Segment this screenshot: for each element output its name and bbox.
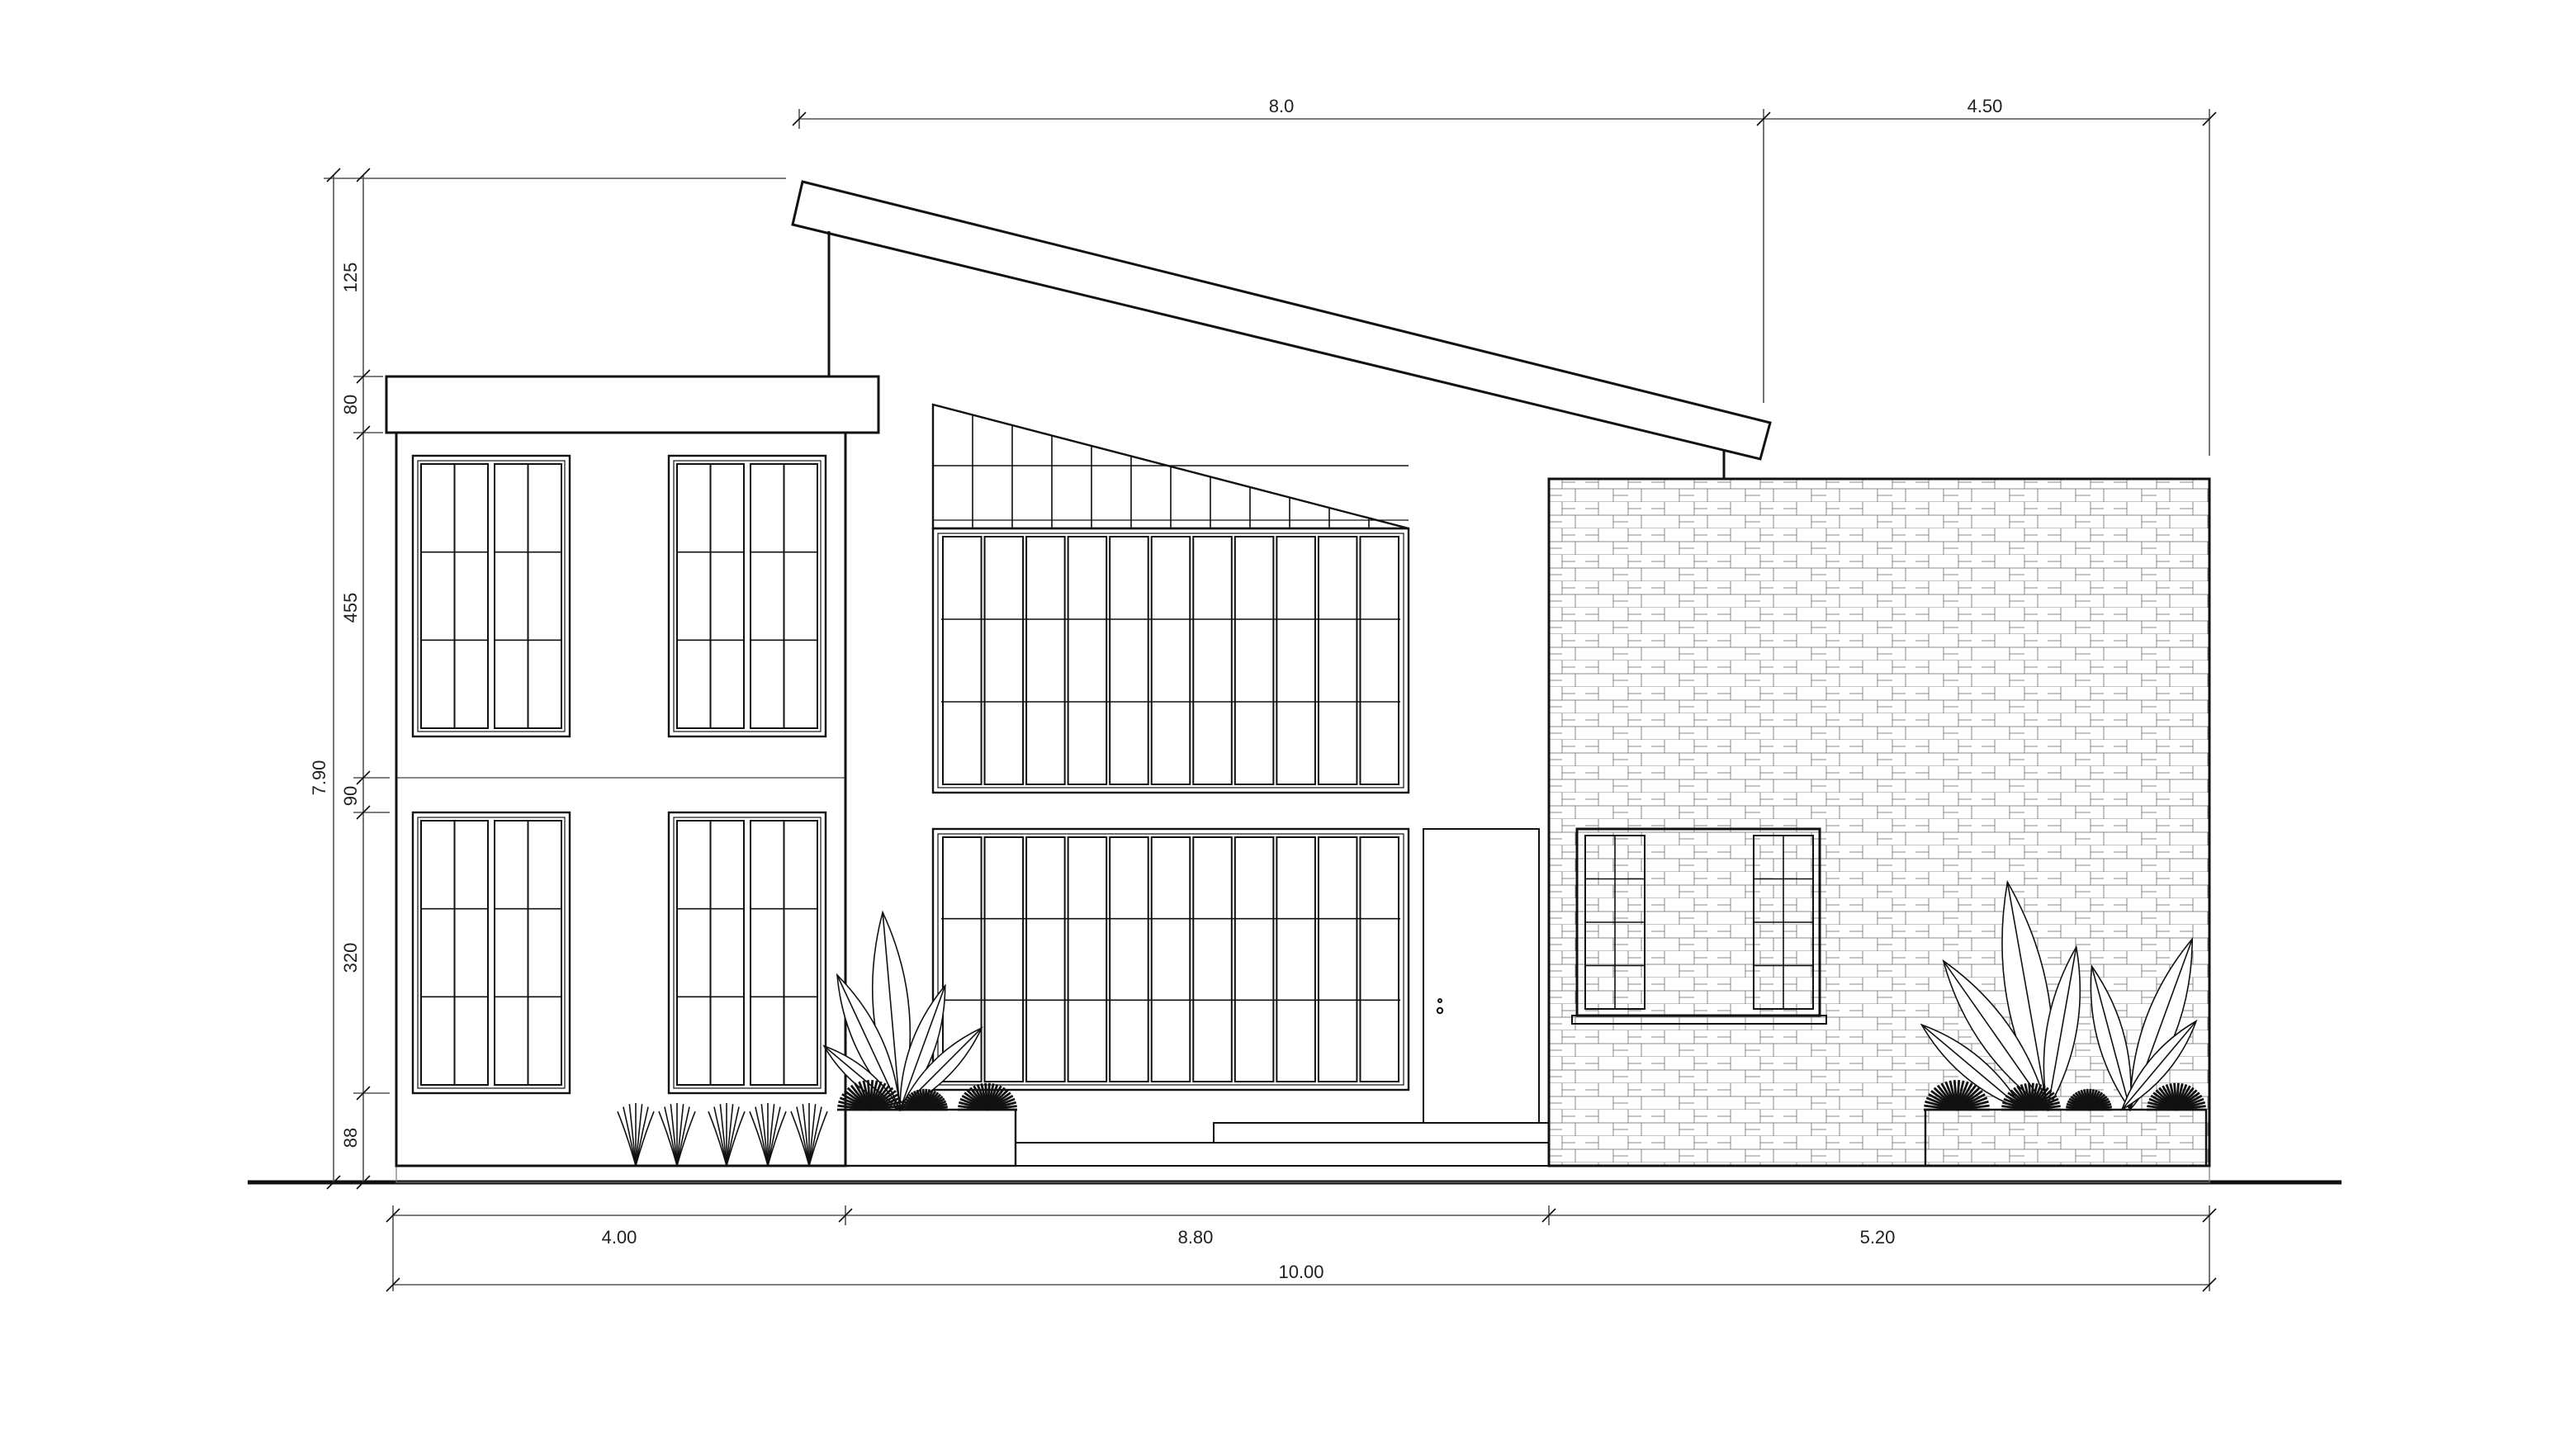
dim-top-2: 4.50 <box>1968 96 2003 116</box>
glazing-lower <box>931 827 1410 1091</box>
dim-left-5: 320 <box>340 943 361 973</box>
dim-bottom-3: 5.20 <box>1860 1227 1896 1248</box>
dim-left-1: 125 <box>340 263 361 293</box>
dimension-lines <box>324 109 2217 1292</box>
dim-left-6: 88 <box>340 1128 361 1148</box>
window-lower-right <box>667 811 827 1095</box>
plants-left <box>617 910 1017 1167</box>
plinth <box>395 1165 2210 1183</box>
dim-total-width: 10.00 <box>1278 1262 1324 1282</box>
window-stone-wall <box>1571 827 1827 1025</box>
dim-top-1: 8.0 <box>1269 96 1295 116</box>
front-door <box>1423 828 1540 1124</box>
window-upper-left <box>411 454 571 738</box>
plants-right <box>1920 879 2206 1112</box>
middle-block <box>791 180 1772 530</box>
stone-cladding-wall <box>1547 477 2211 1167</box>
dim-left-2: 80 <box>340 395 361 414</box>
entry-steps <box>1015 1122 1550 1167</box>
dim-left-4: 90 <box>340 786 361 806</box>
window-upper-right <box>667 454 827 738</box>
dim-height-total: 7.90 <box>309 760 329 796</box>
dim-bottom-2: 8.80 <box>1178 1227 1214 1248</box>
window-lower-left <box>411 811 571 1095</box>
dim-bottom-1: 4.00 <box>602 1227 637 1248</box>
dim-left-3: 455 <box>340 593 361 623</box>
slanted-roof <box>791 180 1772 461</box>
planter-left <box>844 1108 1017 1167</box>
flat-roof-slab <box>385 375 880 434</box>
glazing-upper <box>931 527 1410 794</box>
left-block <box>385 375 880 1167</box>
